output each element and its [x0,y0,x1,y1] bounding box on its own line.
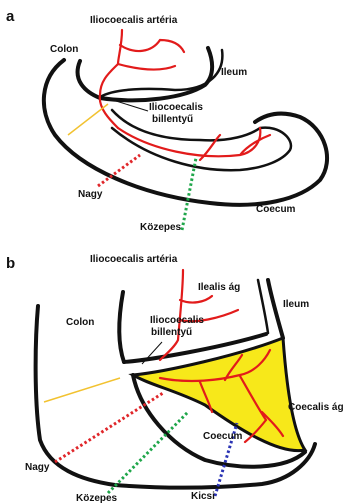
panel-b-ileum-label: Ileum [283,299,309,310]
panel-a: a Iliocoecalis artéria Colon Ileum Ilioc… [6,8,327,233]
panel-b-nagy-label: Nagy [25,462,50,473]
panel-b-ileum-left [119,292,124,362]
panel-a-colon-label: Colon [50,44,78,55]
panel-b-ileum-right-inner [258,280,268,333]
panel-a-ileum-label: Ileum [221,67,247,78]
panel-a-coecal-artery [118,128,270,160]
panel-a-coecum-label: Coecum [256,204,296,215]
panel-a-valve-leader [116,101,148,111]
panel-b-coecalis-label: Coecalis ág [288,402,344,413]
panel-b-ileum-right [268,280,283,338]
panel-b-coecum-label: Coecum [203,431,243,442]
panel-b-kozepes-line [108,412,188,493]
panel-a-valve-label-2: billentyű [152,114,193,125]
panel-b-kicsi-label: Kicsi [191,491,215,502]
panel-a-ileum-upper [78,48,213,100]
panel-a-kozepes-label: Közepes [140,222,182,233]
panel-b: b Iliocoecalis artéria Ilealis ág Ileum … [6,254,344,503]
panel-b-colon-label: Colon [66,317,94,328]
panel-a-artery-branch [118,40,184,70]
panel-a-letter: a [6,8,15,25]
panel-b-letter: b [6,255,15,272]
panel-a-nagy-label: Nagy [78,189,103,200]
panel-a-valve-line [68,104,108,135]
panel-a-valve-label-1: Iliocoecalis [149,102,203,113]
panel-b-valve-label-2: billentyű [151,327,192,338]
panel-a-colon-wall [44,60,327,205]
panel-a-kozepes-line [182,158,196,230]
panel-a-artery-label: Iliocoecalis artéria [90,15,178,26]
panel-b-valve-line [44,378,120,402]
panel-b-ilealis-label: Ilealis ág [198,282,240,293]
panel-b-kozepes-label: Közepes [76,493,118,503]
panel-b-artery-label: Iliocoecalis artéria [90,254,178,265]
panel-a-main-artery [100,30,122,128]
panel-b-valve-label-1: Iliocoecalis [150,315,204,326]
panel-b-valve-leader [142,342,162,364]
